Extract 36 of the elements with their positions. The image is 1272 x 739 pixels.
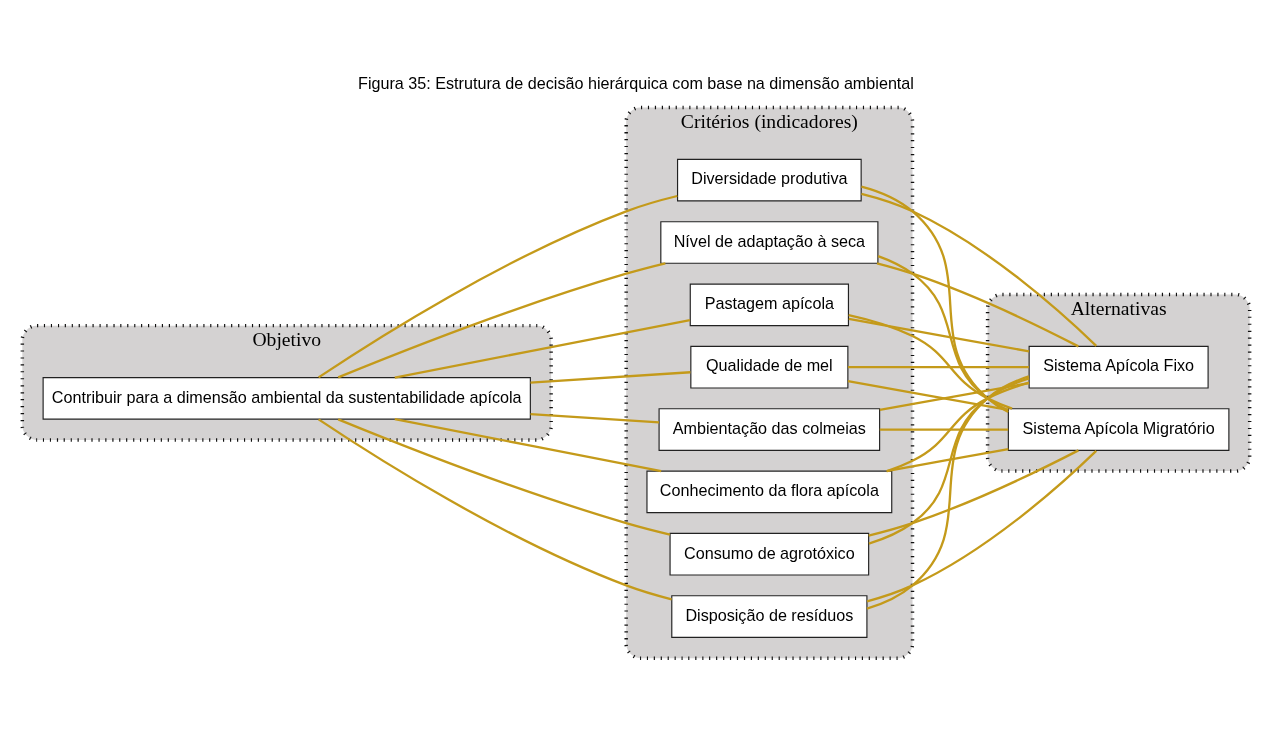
connector [848, 313, 1013, 410]
connector [886, 448, 1009, 473]
connector [886, 381, 1030, 473]
connector [394, 318, 691, 379]
connector [877, 255, 1009, 412]
node-box: Nível de adaptação à seca [660, 221, 879, 264]
connector [317, 194, 678, 379]
connector [868, 449, 1079, 537]
connector [337, 418, 671, 536]
connector [879, 381, 1030, 412]
node-box: Disposição de resíduos [671, 595, 868, 638]
connector [876, 262, 1079, 348]
connector [848, 317, 1030, 353]
node-box: Sistema Apícola Migratório [1007, 408, 1230, 451]
connector [866, 450, 1098, 603]
node-box: Contribuir para a dimensão ambiental da sustentabilidade apícola [42, 377, 531, 420]
connector [847, 366, 1029, 369]
connector [868, 377, 1030, 545]
node-box: Consumo de agrotóxico [669, 532, 870, 576]
connector [530, 371, 691, 384]
connector [394, 418, 662, 473]
node-box: Conhecimento da flora apícola [646, 470, 893, 514]
diagram-title: Figura 35: Estrutura de decisão hierárquica com base na dimensão ambiental [358, 74, 914, 93]
connector [530, 412, 660, 424]
connector [861, 185, 1009, 413]
connector [317, 418, 672, 601]
connector [861, 192, 1098, 347]
node-box: Sistema Apícola Fixo [1028, 345, 1209, 389]
node-box: Pastagem apícola [689, 283, 849, 327]
node-box: Diversidade produtiva [677, 158, 862, 202]
node-box: Ambientação das colmeias [658, 408, 881, 451]
connector [866, 375, 1030, 610]
connector [337, 262, 666, 379]
node-box: Qualidade de mel [690, 345, 849, 389]
connector [879, 428, 1009, 431]
connector [847, 379, 1009, 411]
